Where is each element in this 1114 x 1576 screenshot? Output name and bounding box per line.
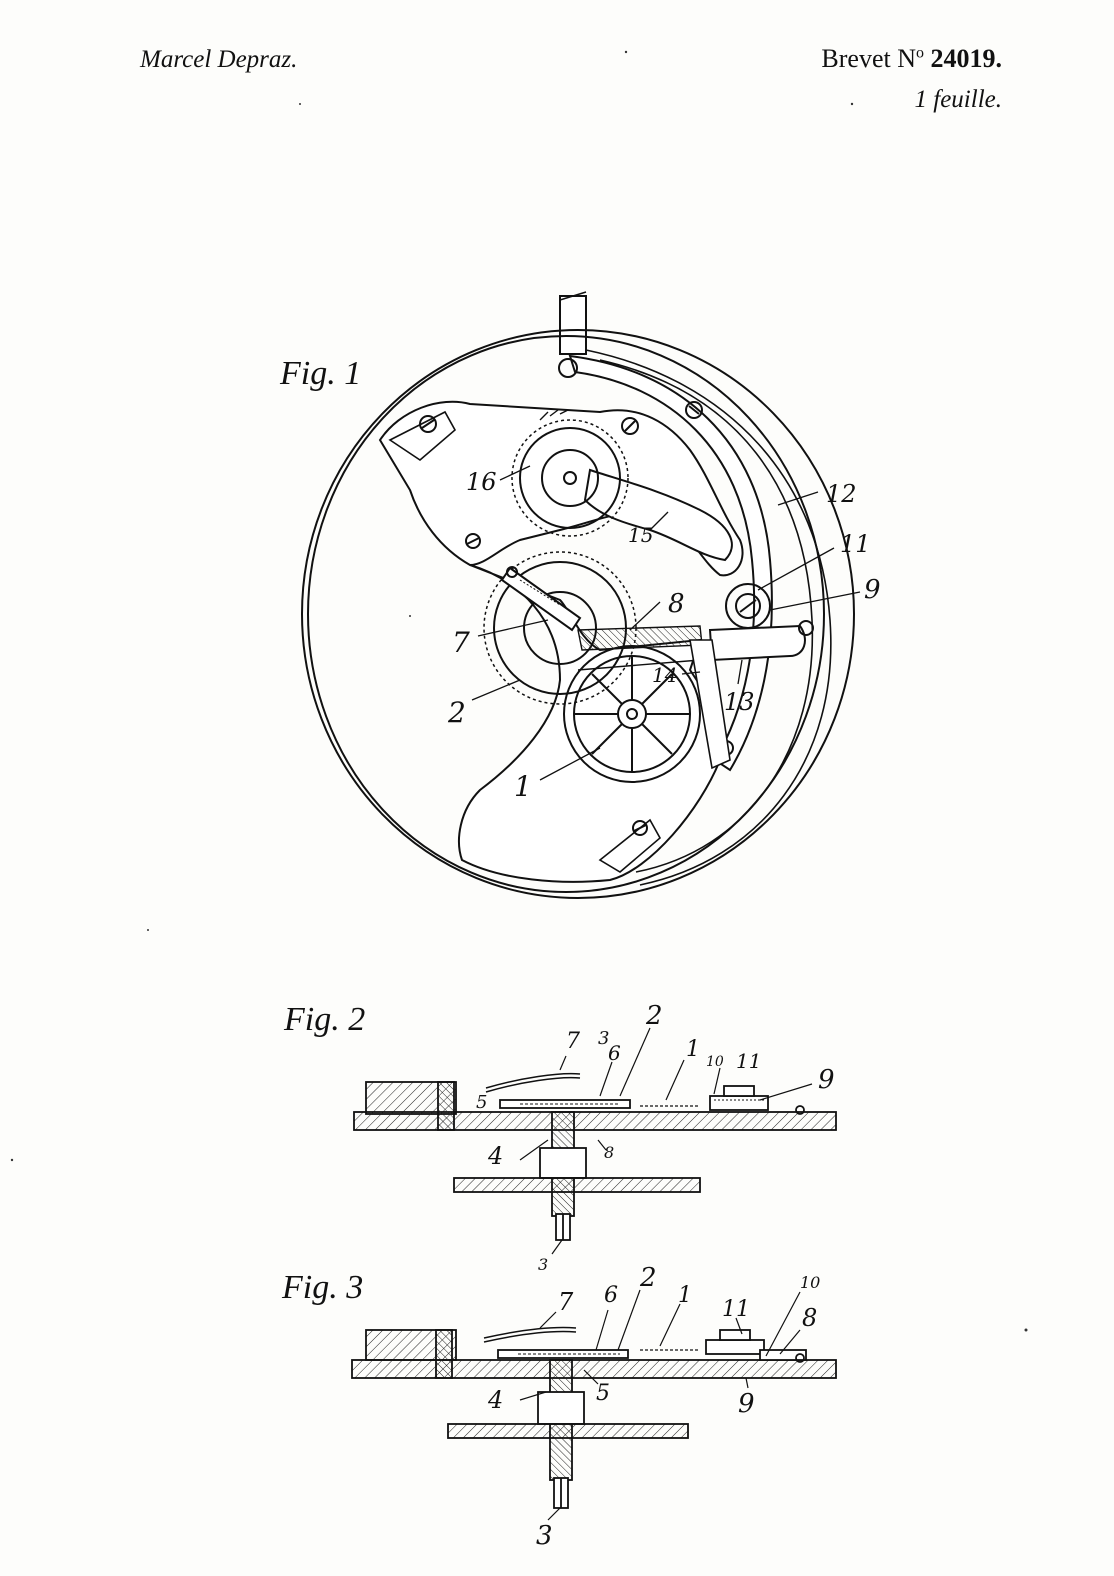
fig2-lower-plate: [453, 1177, 701, 1193]
fig1-label-14: 14: [652, 663, 677, 687]
fig3-label-3: 3: [536, 1521, 553, 1551]
fig2-label-9: 9: [818, 1065, 835, 1095]
fig1-label-12: 12: [826, 480, 857, 508]
fig1-label-15: 15: [628, 523, 653, 547]
fig3-label-8: 8: [802, 1304, 817, 1332]
fig2-label-1: 1: [686, 1037, 700, 1062]
patent-prefix: Brevet N: [821, 44, 916, 73]
fig1-label-8: 8: [668, 589, 685, 619]
fig2-label-8: 8: [604, 1143, 614, 1162]
fig1-label-16: 16: [466, 468, 497, 496]
fig3-label-2: 2: [639, 1263, 657, 1293]
cam-7: [500, 566, 582, 632]
fig1-title: Fig. 1: [279, 355, 361, 392]
fig3-label-9: 9: [738, 1389, 755, 1419]
fig3-label-4: 4: [487, 1386, 503, 1414]
plate-outline: [307, 335, 825, 893]
fig1-label-1: 1: [514, 770, 532, 803]
figure-3-labels: Fig. 3 7 6 2 1 11 10 8 9 5 4 3: [281, 1263, 820, 1551]
fig1-label-11: 11: [840, 530, 871, 558]
fig2-label-4: 4: [487, 1142, 503, 1170]
figure-1-labels: Fig. 1 16 15 12 11 9 8 7 14 13 2 1: [279, 355, 881, 803]
patent-num: 24019.: [930, 44, 1003, 73]
fig2-label-3: 3: [598, 1028, 609, 1049]
figure-2-labels: Fig. 2 7 3 6 2 1 10 11 9 5 8 4 3: [283, 1001, 835, 1274]
fig3-label-11: 11: [722, 1297, 750, 1322]
fig3-lower-plate: [447, 1423, 689, 1439]
upper-bridge: [378, 400, 744, 577]
fig1-label-2: 2: [447, 696, 466, 729]
fig3-label-7: 7: [558, 1288, 574, 1316]
figure-1: [301, 291, 861, 899]
fig3-title: Fig. 3: [281, 1269, 363, 1306]
fig3-label-6: 6: [604, 1283, 618, 1308]
figure-3: [351, 1289, 837, 1521]
fig1-label-9: 9: [864, 575, 881, 605]
fig2-label-10: 10: [706, 1054, 724, 1070]
patent-number: Brevet No 24019.: [821, 44, 1002, 74]
fig2-label-3b: 3: [538, 1255, 548, 1274]
paper-specks: [10, 50, 1028, 1332]
fig3-main-plate: [351, 1359, 837, 1379]
fig3-label-5: 5: [596, 1381, 610, 1406]
sheet-count: 1 feuille.: [914, 86, 1002, 113]
fig2-label-6: 6: [608, 1041, 621, 1065]
patent-sup: o: [916, 44, 924, 62]
fig2-main-plate: [353, 1111, 837, 1131]
fig2-label-2: 2: [645, 1001, 663, 1031]
fig1-label-13: 13: [724, 688, 755, 716]
inventor-name: Marcel Depraz.: [140, 46, 298, 73]
case-outer: [301, 329, 855, 899]
fig3-label-1: 1: [678, 1283, 692, 1308]
figure-2: [353, 1027, 837, 1255]
fig2-label-7: 7: [566, 1029, 580, 1054]
fig2-label-11: 11: [736, 1049, 761, 1073]
crown-stem: [559, 295, 587, 355]
fig1-label-7: 7: [452, 626, 470, 659]
fig2-label-5: 5: [476, 1092, 487, 1113]
fig3-label-10: 10: [800, 1273, 820, 1292]
fig2-title: Fig. 2: [283, 1001, 365, 1038]
